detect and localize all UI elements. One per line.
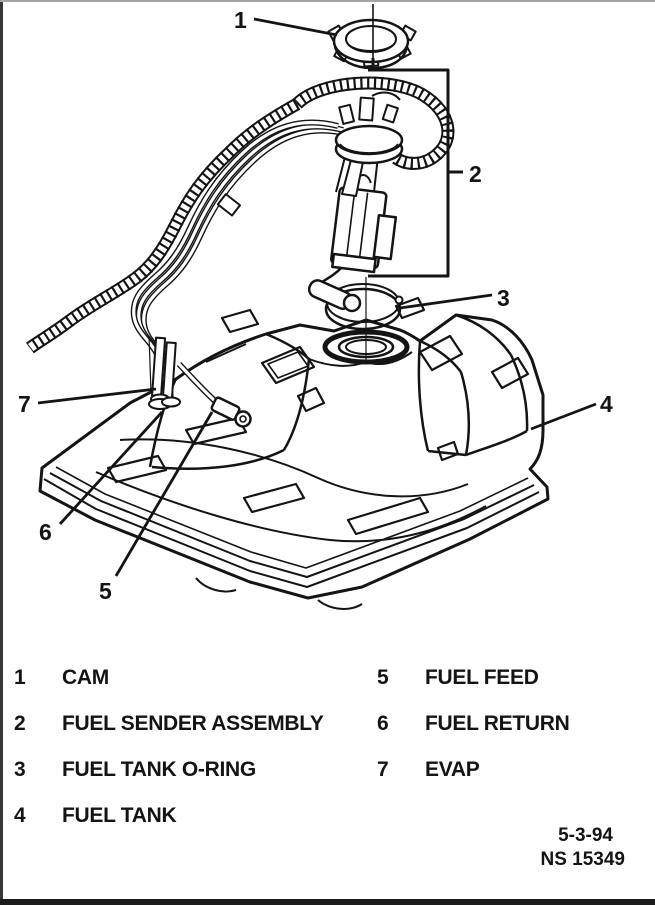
legend-item-fuel-return: 6 FUEL RETURN bbox=[377, 712, 570, 758]
fuel-line-bundle bbox=[130, 119, 349, 401]
figure-footer: 5-3-94 NS 15349 bbox=[540, 824, 625, 872]
legend-item-label: FUEL TANK bbox=[62, 804, 177, 827]
callout-5: 5 bbox=[99, 578, 112, 604]
page-border-top bbox=[0, 0, 655, 2]
legend-item-label: FUEL RETURN bbox=[425, 712, 570, 735]
line-clip bbox=[216, 193, 242, 217]
legend-item-label: EVAP bbox=[425, 758, 480, 781]
figure-number: NS 15349 bbox=[540, 849, 625, 870]
fuel-tank-art bbox=[38, 296, 550, 610]
callout-4: 4 bbox=[600, 391, 613, 417]
callout-7-leader bbox=[37, 387, 157, 405]
tank-fittings-art bbox=[148, 335, 252, 428]
fuel-sender-assembly-art bbox=[26, 76, 455, 401]
legend-item-number: 5 bbox=[377, 666, 389, 689]
legend-item-evap: 7 EVAP bbox=[377, 758, 569, 804]
cam-art bbox=[327, 4, 417, 70]
callout-1: 1 bbox=[234, 7, 247, 33]
legend-item-number: 6 bbox=[377, 712, 389, 735]
fuel-tank-o-ring-art bbox=[324, 283, 404, 331]
callout-1-leader bbox=[253, 17, 338, 37]
callout-leaders bbox=[37, 17, 597, 577]
callout-3: 3 bbox=[497, 285, 510, 311]
callout-2: 2 bbox=[469, 161, 482, 187]
legend-item-label: FUEL FEED bbox=[425, 666, 539, 689]
callout-3-leader bbox=[399, 293, 493, 310]
legend-item-number: 1 bbox=[14, 666, 26, 689]
figure-date: 5-3-94 bbox=[558, 825, 613, 846]
legend-left-column: 1 CAM 2 FUEL SENDER ASSEMBLY 3 FUEL TANK… bbox=[14, 666, 324, 850]
page-border-left bbox=[0, 2, 3, 905]
legend-item-label: FUEL TANK O-RING bbox=[62, 758, 256, 781]
legend-item-fuel-sender-assembly: 2 FUEL SENDER ASSEMBLY bbox=[14, 712, 324, 758]
legend-item-label: FUEL SENDER ASSEMBLY bbox=[62, 712, 324, 735]
legend-item-fuel-tank-o-ring: 3 FUEL TANK O-RING bbox=[14, 758, 324, 804]
legend-item-number: 7 bbox=[377, 758, 389, 781]
callout-6-leader bbox=[58, 411, 164, 525]
callout-4-leader bbox=[530, 402, 597, 431]
legend-item-label: CAM bbox=[62, 666, 109, 689]
legend-item-cam: 1 CAM bbox=[14, 666, 324, 712]
legend-item-number: 4 bbox=[14, 804, 26, 827]
legend-item-fuel-tank: 4 FUEL TANK bbox=[14, 804, 324, 850]
callout-7: 7 bbox=[18, 391, 31, 417]
page-border-bottom bbox=[0, 899, 655, 905]
corrugated-conduit bbox=[26, 76, 455, 354]
legend-item-number: 2 bbox=[14, 712, 26, 735]
legend-item-fuel-feed: 5 FUEL FEED bbox=[377, 666, 569, 712]
legend-item-number: 3 bbox=[14, 758, 26, 781]
callout-6: 6 bbox=[39, 519, 52, 545]
callout-5-leader bbox=[114, 411, 214, 577]
legend-right-column: 5 FUEL FEED 6 FUEL RETURN 7 EVAP bbox=[377, 666, 570, 804]
